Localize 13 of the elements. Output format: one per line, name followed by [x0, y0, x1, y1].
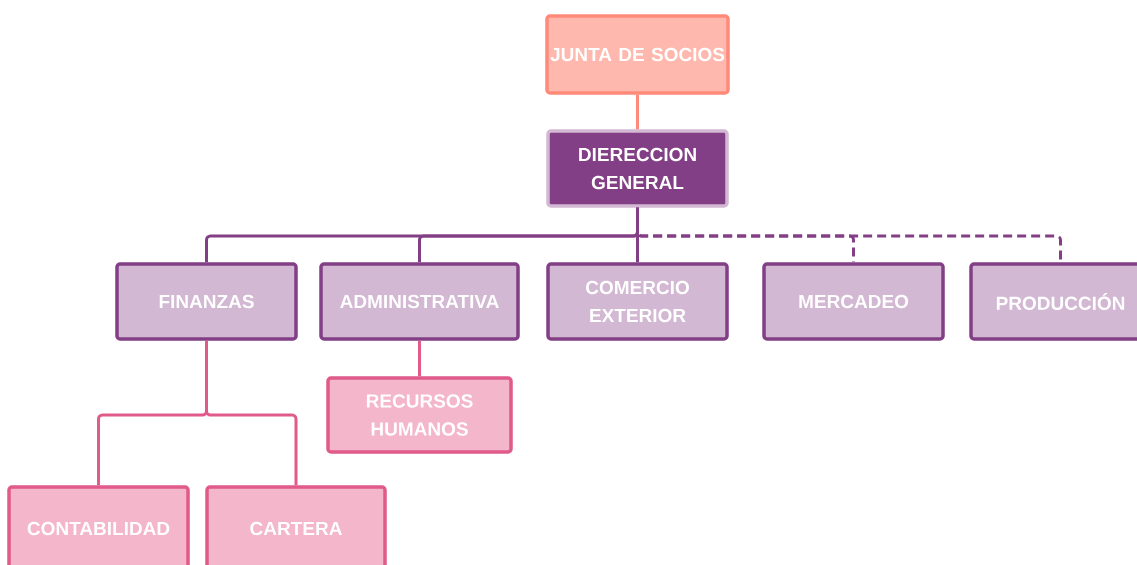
org-box: MERCADEO	[762, 262, 945, 341]
org-box: DIERECCION GENERAL	[546, 129, 729, 208]
org-box: COMERCIO EXTERIOR	[546, 262, 729, 341]
org-box: CARTERA	[205, 485, 387, 565]
org-box: ADMINISTRATIVA	[319, 262, 520, 341]
connector-line	[205, 340, 298, 486]
connector-line	[418, 340, 421, 377]
org-box: JUNTA DE SOCIOS	[545, 14, 730, 95]
org-box: CONTABILIDAD	[7, 485, 190, 565]
org-box: PRODUCCIÓN	[969, 262, 1137, 341]
org-box: RECURSOS HUMANOS	[326, 376, 513, 454]
connector-line	[636, 94, 639, 130]
org-box: FINANZAS	[115, 262, 298, 341]
